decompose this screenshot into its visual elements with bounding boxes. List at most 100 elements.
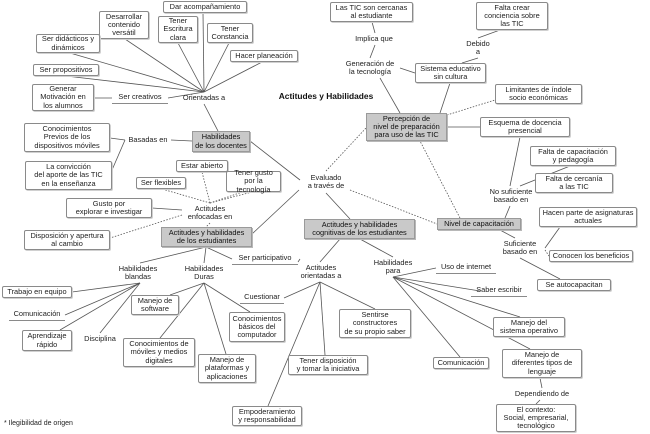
node-trabajo-equipo: Trabajo en equipo	[2, 286, 72, 298]
connector-line	[203, 42, 230, 93]
connector-line	[169, 282, 205, 296]
node-conviccion: La convicción del aporte de las TIC en l…	[25, 161, 112, 190]
label-evaluado-a-traves-de: Evaluado a través de	[307, 172, 345, 190]
connector-line	[371, 21, 376, 34]
node-actitudes-cognitivas: Actitudes y habilidades cognitivas de lo…	[304, 219, 415, 239]
connector-line	[392, 276, 531, 350]
connector-line	[283, 281, 321, 299]
node-hacen-parte: Hacen parte de asignaturas actuales	[539, 207, 637, 227]
connector-line	[539, 377, 543, 389]
node-disposicion-apertura: Disposición y apertura al cambio	[24, 230, 110, 250]
node-conocimientos-moviles: Conocimientos de móviles y medios digita…	[123, 338, 195, 367]
node-cuestionar: Cuestionar	[240, 292, 284, 304]
label-habilidades-blandas: Habilidades blandas	[118, 263, 158, 281]
node-comunicacion-left: Comunicación	[9, 309, 65, 321]
node-desarrollar-contenido: Desarrollar contenido versátil	[99, 11, 149, 39]
connector-line	[349, 189, 438, 225]
connector-line	[249, 140, 301, 181]
connector-line	[203, 61, 263, 93]
connector-line	[109, 137, 126, 141]
node-tener-constancia: Tener Constancia	[207, 23, 253, 43]
connector-line	[544, 249, 550, 257]
connector-line	[504, 205, 511, 219]
node-conocimientos-previos: Conocimientos Previos de los dispositivo…	[24, 123, 110, 152]
connector-line	[461, 57, 479, 64]
node-se-autocapacitan: Se autocapacitan	[537, 279, 611, 291]
label-habilidades-duras: Habilidades Duras	[184, 263, 224, 281]
connector-line	[267, 281, 321, 407]
node-manejo-lenguaje: Manejo de diferentes tipos de lenguaje	[502, 349, 582, 378]
node-manejo-software: Manejo de software	[131, 295, 179, 315]
node-percepcion: Percepción de nivel de preparación para …	[366, 113, 447, 141]
map-title: Actitudes y Habilidades	[270, 90, 382, 104]
node-empoderamiento: Empoderamiento y responsabilidad	[232, 406, 302, 426]
connector-line	[139, 246, 207, 264]
node-tener-escritura: Tener Escritura clara	[158, 16, 198, 43]
node-comunicacion-right: Comunicación	[433, 357, 489, 369]
connector-line	[205, 246, 233, 260]
node-ser-creativos: Ser creativos	[112, 92, 168, 104]
connector-line	[392, 276, 461, 358]
connector-line	[124, 38, 205, 93]
label-actitudes-enfocadas: Actitudes enfocadas en	[187, 203, 233, 221]
connector-line	[205, 222, 211, 228]
connector-line	[201, 171, 211, 204]
connector-line	[509, 136, 521, 187]
node-esquema-docencia: Esquema de docencia presencial	[480, 117, 570, 137]
label-actitudes-orientadas-a: Actitudes orientadas a	[300, 262, 342, 280]
connector-line	[297, 258, 301, 263]
label-debido-a: Debido a	[466, 38, 490, 56]
connector-line	[379, 77, 401, 114]
node-ser-flexibles: Ser flexibles	[136, 177, 186, 189]
node-actitudes-habilidades-estudiantes: Actitudes y habilidades de los estudiant…	[161, 227, 252, 247]
connector-line	[69, 52, 205, 93]
node-gusto-explorar: Gusto por explorar e investigar	[66, 198, 152, 218]
connector-line	[177, 42, 205, 93]
connector-line	[319, 281, 326, 356]
connector-line	[319, 238, 341, 263]
connector-line	[325, 127, 367, 172]
node-hacer-planeacion: Hacer planeación	[230, 50, 298, 62]
connector-line	[544, 226, 561, 249]
connector-line	[446, 99, 496, 116]
label-basadas-en: Basadas en	[128, 134, 168, 144]
connector-line	[109, 214, 183, 239]
connector-line	[359, 238, 394, 258]
connector-line	[167, 91, 205, 99]
node-tener-gusto: Tener gusto por la tecnología	[226, 168, 281, 193]
node-manejo-sistema: Manejo del sistema operativo	[493, 317, 565, 337]
connector-line	[419, 140, 461, 219]
node-generar-motivacion: Generar Motivación en los alumnos	[32, 84, 94, 111]
connector-line	[392, 267, 437, 278]
connector-line	[251, 189, 300, 235]
connector-line	[202, 12, 205, 93]
node-sentirse-constructores: Sentirse constructores de su propio sabe…	[339, 309, 411, 338]
node-nivel-capacitacion: Nivel de capacitación	[437, 218, 521, 230]
connector-line	[159, 282, 205, 339]
node-manejo-plataformas: Manejo de plataformas y aplicaciones	[198, 354, 256, 383]
node-dar-acompanamiento: Dar acompañamiento	[163, 1, 247, 13]
node-saber-escribir: Saber escribir	[471, 285, 527, 297]
connector-line	[71, 282, 141, 293]
connector-line	[111, 139, 126, 171]
label-suficiente-basado: Suficiente basado en	[502, 238, 538, 256]
label-dependiendo-de: Dependiendo de	[514, 388, 570, 398]
connector-line	[399, 67, 416, 74]
label-no-suficiente: No suficiente basado en	[489, 186, 533, 204]
node-ser-participativo: Ser participativo	[232, 253, 298, 265]
node-contexto: El contexto: Social, empresarial, tecnol…	[496, 404, 576, 432]
connector-line	[161, 188, 211, 204]
connector-line	[65, 75, 205, 93]
connector-line	[170, 139, 193, 142]
node-falta-cercania: Falta de cercanía a las TIC	[535, 173, 613, 193]
connector-line	[477, 29, 501, 39]
node-conocen-beneficios: Conocen los beneficios	[549, 250, 633, 262]
node-aprendizaje-rapido: Aprendizaje rápido	[22, 330, 72, 351]
connector-line	[439, 82, 451, 114]
node-habilidades-docentes: Habilidades de los docentes	[192, 131, 250, 152]
label-orientadas-a-docentes: Orientadas a	[182, 92, 226, 102]
connector-line	[499, 229, 516, 239]
node-conocimientos-basicos: Conocimientos básicos del computador	[229, 312, 285, 342]
